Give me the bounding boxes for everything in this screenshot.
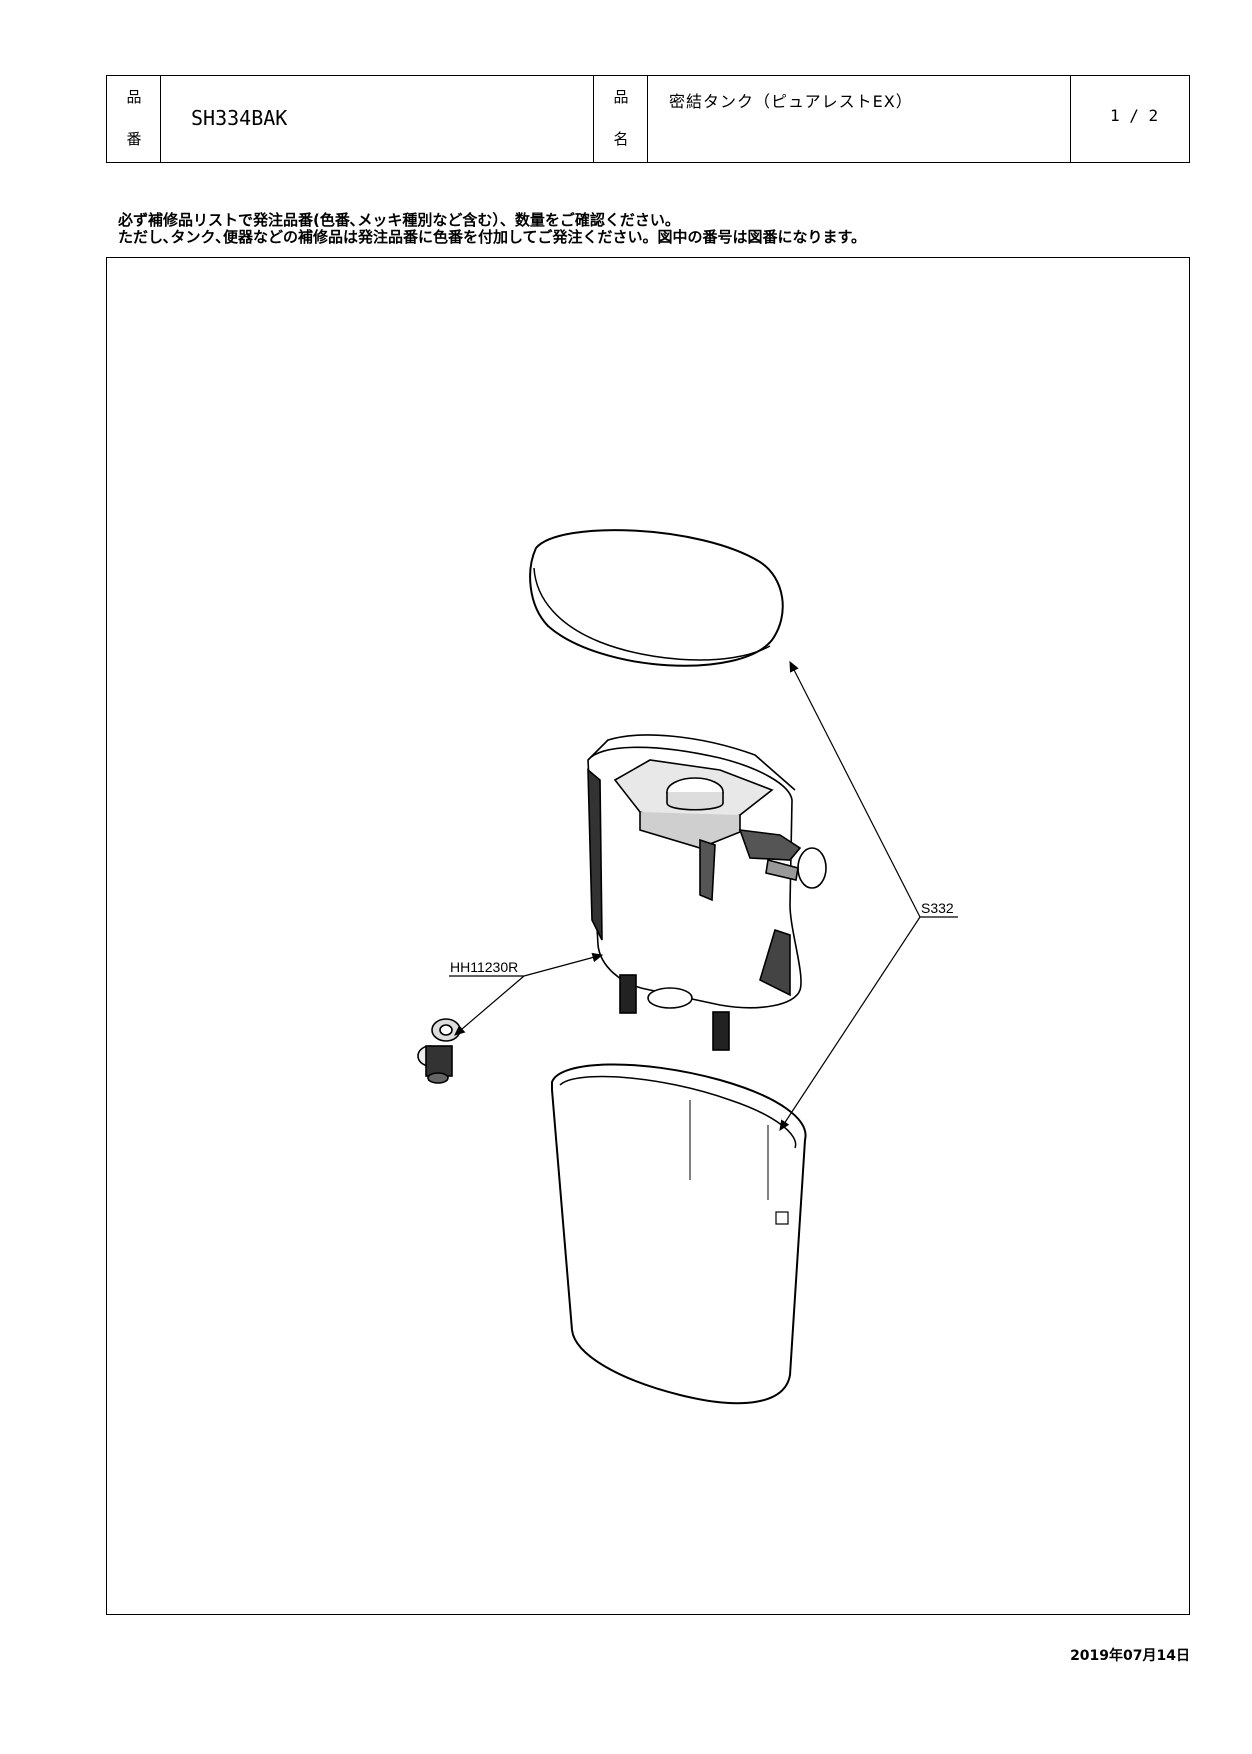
leader-hh-valve	[454, 975, 525, 1036]
note-line-1: 必ず補修品リストで発注品番(色番､メッキ種別など含む）、数量をご確認ください。	[118, 211, 680, 229]
leader-s332-lid	[789, 660, 921, 918]
part-number-label-bottom: 番	[126, 130, 142, 148]
part-name: 密結タンク（ピュアレストEX）	[669, 92, 913, 111]
header-table: 品 番 SH334BAK 品 名 密結タンク（ピュアレストEX） 1 / 2	[106, 75, 1190, 163]
page-number: 1 / 2	[1110, 106, 1159, 125]
part-number: SH334BAK	[191, 106, 288, 130]
leader-hh-tank	[523, 952, 604, 977]
drawing-frame	[106, 257, 1190, 1615]
document-date: 2019年07月14日	[1070, 1648, 1190, 1664]
header-divider	[160, 76, 161, 162]
part-number-label-top: 品	[126, 88, 142, 106]
tank-inner-assembly	[587, 734, 827, 1051]
part-name-label-top: 品	[613, 88, 629, 106]
part-name-label-bottom: 名	[613, 130, 629, 148]
header-divider	[593, 76, 594, 162]
header-divider	[1070, 76, 1071, 162]
label-hh11230r: HH11230R	[450, 959, 518, 975]
leader-s332-body	[779, 916, 921, 1132]
label-s332: S332	[921, 900, 954, 916]
tank-lid	[529, 529, 784, 667]
note-line-2: ただし､タンク､便器などの補修品は発注品番に色番を付加してご発注ください。図中の…	[118, 228, 867, 246]
header-divider	[647, 76, 648, 162]
tank-body	[551, 1063, 807, 1405]
angle-stop-valve	[417, 1018, 461, 1084]
leader-lines	[449, 660, 958, 1132]
